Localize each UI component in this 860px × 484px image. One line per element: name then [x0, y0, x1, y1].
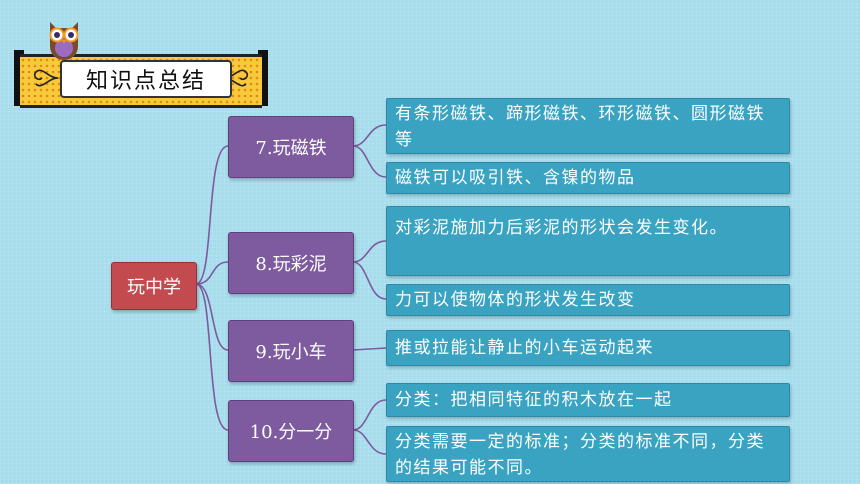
- branch-node-magnets: 7.玩磁铁: [228, 116, 354, 178]
- leaf-classify-standard: 分类需要一定的标准；分类的标准不同，分类的结果可能不同。: [386, 426, 790, 482]
- page-title: 知识点总结: [85, 69, 206, 94]
- left-swirl-ornament: [33, 69, 59, 87]
- connector-b1-l1: [352, 261, 387, 300]
- banner-right-cap: [258, 50, 268, 106]
- connector-b3-l1: [352, 429, 387, 455]
- branch-node-clay: 8.玩彩泥: [228, 232, 354, 294]
- leaf-magnet-attracts: 磁铁可以吸引铁、含镍的物品: [386, 162, 790, 194]
- leaf-clay-force: 对彩泥施加力后彩泥的形状会发生变化。: [386, 206, 790, 276]
- leaf-classify-same: 分类：把相同特征的积木放在一起: [386, 383, 790, 417]
- connector-b1-l0: [352, 240, 387, 263]
- root-label: 玩中学: [127, 277, 181, 298]
- connector-root-b0: [195, 145, 229, 285]
- branch-label: 8.玩彩泥: [255, 254, 327, 275]
- root-node: 玩中学: [111, 262, 197, 310]
- title-box: 知识点总结: [60, 60, 232, 98]
- connector-b0-l0: [352, 124, 387, 147]
- branch-label: 9.玩小车: [255, 342, 327, 363]
- leaf-force-shape: 力可以使物体的形状发生改变: [386, 284, 790, 316]
- leaf-magnet-types: 有条形磁铁、蹄形磁铁、环形磁铁、圆形磁铁等: [386, 98, 790, 154]
- connector-root-b2: [195, 283, 229, 351]
- connector-root-b1: [195, 261, 229, 285]
- branch-node-classify: 10.分一分: [228, 400, 354, 462]
- connector-root-b3: [195, 283, 229, 431]
- connector-b2-l0: [352, 347, 387, 351]
- leaf-push-pull: 推或拉能让静止的小车运动起来: [386, 330, 790, 366]
- branch-node-toy-car: 9.玩小车: [228, 320, 354, 382]
- branch-label: 10.分一分: [249, 422, 333, 443]
- title-banner: 知识点总结: [14, 50, 268, 108]
- banner-left-cap: [14, 50, 24, 106]
- connector-b0-l1: [352, 145, 387, 178]
- branch-label: 7.玩磁铁: [255, 138, 327, 159]
- owl-icon: [49, 22, 79, 60]
- connector-b3-l0: [352, 399, 387, 431]
